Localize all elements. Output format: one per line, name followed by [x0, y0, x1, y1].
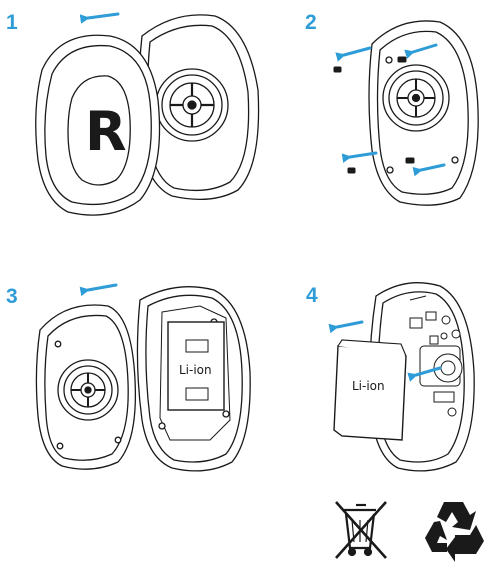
screw-bottom-in-place: [406, 158, 414, 163]
screw-top-removed: [334, 67, 341, 72]
step-1-ear-pad: R: [36, 35, 160, 215]
screw-top-in-place: [398, 57, 406, 62]
recycle-icon: [425, 502, 484, 562]
step-4: 4 Li-ion: [306, 283, 474, 471]
step-1-arrow: [88, 14, 118, 18]
step-3-number: 3: [6, 285, 18, 308]
step-3: 3 Li-io: [6, 285, 250, 471]
step-1-ear-pad-letter: R: [85, 100, 127, 163]
step-1-speaker-driver: [156, 69, 228, 141]
step-2: 2: [305, 11, 478, 205]
step-2-arrow-bottom-left: [350, 153, 376, 157]
step-2-number: 2: [305, 11, 317, 34]
step-3-earcup-shell: Li-ion: [137, 287, 250, 471]
step-4-number: 4: [306, 284, 318, 307]
crossed-out-wheeled-bin-icon: [336, 502, 386, 558]
screw-bottom-removed: [348, 168, 355, 173]
step-2-arrow-top-left: [344, 48, 370, 55]
step-3-battery-label: Li-ion: [179, 363, 212, 377]
step-1-number: 1: [6, 11, 18, 34]
step-3-arrow: [88, 285, 116, 290]
step-4-battery-label: Li-ion: [352, 379, 385, 393]
step-4-arrow-battery-out: [337, 322, 362, 327]
step-3-earcup-cover: [36, 305, 135, 469]
step-1: 1 R: [6, 11, 259, 215]
step-4-battery: Li-ion: [334, 340, 406, 440]
step-3-battery: Li-ion: [168, 322, 224, 410]
